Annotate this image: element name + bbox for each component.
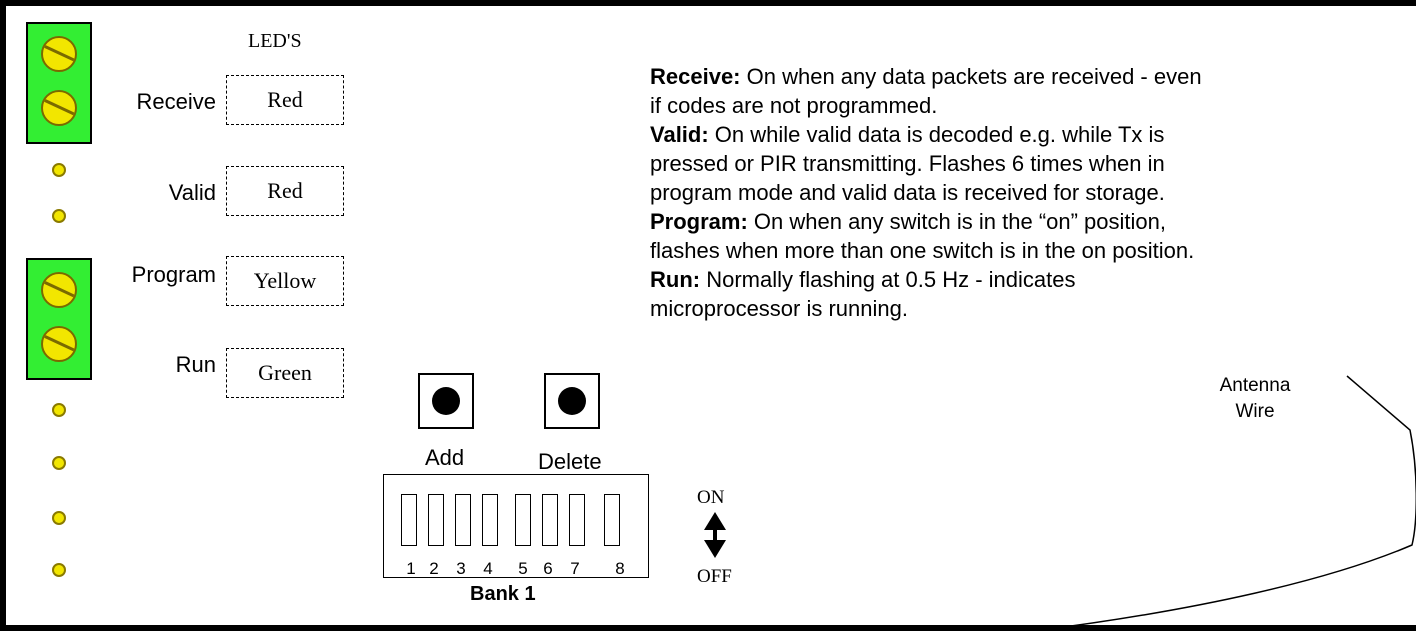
pad-dot <box>52 163 66 177</box>
switch-number: 6 <box>543 559 553 578</box>
led-receive-indicator: Red <box>226 75 344 125</box>
term-run: Run: <box>650 267 701 292</box>
dip-switch-bank: 1 2 3 4 5 6 7 8 <box>383 474 649 578</box>
dip-switch[interactable] <box>515 494 531 546</box>
add-button-label: Add <box>425 445 465 470</box>
led-description: Receive: On when any data packets are re… <box>650 62 1390 323</box>
terminal-block-top <box>26 22 92 144</box>
term-program: Program: <box>650 209 748 234</box>
dip-switch[interactable] <box>401 494 417 546</box>
led-run-indicator: Green <box>226 348 344 398</box>
switch-number: 7 <box>570 559 580 578</box>
pad-dot <box>52 403 66 417</box>
led-label-valid: Valid <box>168 180 216 205</box>
switch-number: 2 <box>429 559 439 578</box>
term-receive: Receive: <box>650 64 741 89</box>
terminal-block-middle <box>26 258 92 380</box>
leds-title: LED'S <box>248 30 302 52</box>
on-label: ON <box>697 487 725 508</box>
switch-number: 3 <box>456 559 466 578</box>
dip-switch[interactable] <box>455 494 471 546</box>
dip-switch[interactable] <box>604 494 620 546</box>
delete-button[interactable] <box>544 373 600 429</box>
screw-terminal-1 <box>41 36 77 72</box>
pad-dot <box>52 456 66 470</box>
pad-dot <box>52 511 66 525</box>
button-dot-icon <box>432 387 460 415</box>
off-label: OFF <box>697 566 732 587</box>
pad-dot <box>52 563 66 577</box>
description-valid: Valid: On while valid data is decoded e.… <box>650 122 1165 205</box>
on-off-arrow-icon <box>704 512 726 558</box>
led-program-indicator: Yellow <box>226 256 344 306</box>
switch-number: 4 <box>483 559 493 578</box>
switch-number: 1 <box>406 559 416 578</box>
button-dot-icon <box>558 387 586 415</box>
add-button[interactable] <box>418 373 474 429</box>
antenna-label: Antenna Wire <box>1219 375 1291 422</box>
screw-terminal-4 <box>41 326 77 362</box>
dip-switch[interactable] <box>542 494 558 546</box>
screw-terminal-2 <box>41 90 77 126</box>
bank-label: Bank 1 <box>470 583 536 605</box>
description-run: Run: Normally flashing at 0.5 Hz - indic… <box>650 267 1076 321</box>
dip-switch[interactable] <box>482 494 498 546</box>
led-label-receive: Receive <box>136 89 216 114</box>
description-receive: Receive: On when any data packets are re… <box>650 64 1202 118</box>
led-label-run: Run <box>175 352 216 377</box>
switch-number: 8 <box>615 559 625 578</box>
led-label-program: Program <box>131 262 216 287</box>
dip-switch[interactable] <box>428 494 444 546</box>
screw-terminal-3 <box>41 272 77 308</box>
delete-button-label: Delete <box>538 449 602 474</box>
term-valid: Valid: <box>650 122 709 147</box>
dip-switch[interactable] <box>569 494 585 546</box>
switch-number: 5 <box>518 559 528 578</box>
description-program: Program: On when any switch is in the “o… <box>650 209 1195 263</box>
pad-dot <box>52 209 66 223</box>
led-valid-indicator: Red <box>226 166 344 216</box>
